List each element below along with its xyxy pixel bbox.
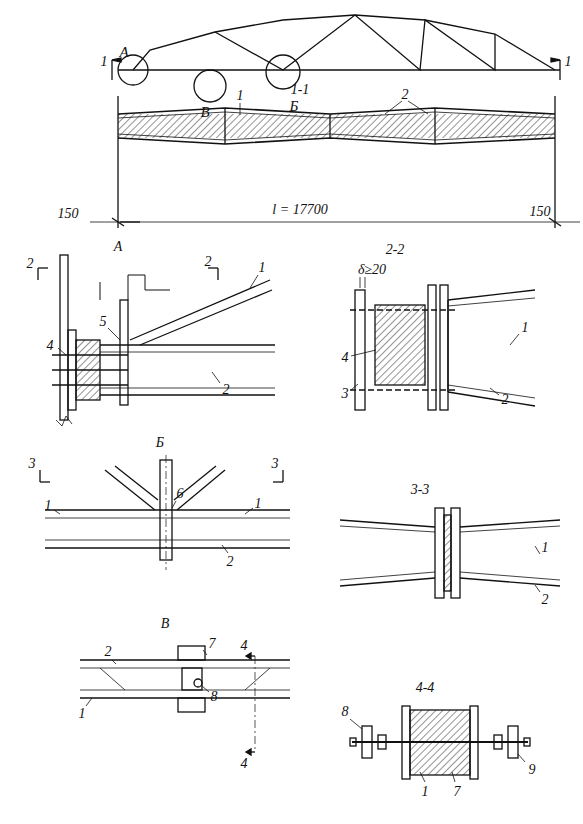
section-title: 1-1 <box>291 83 310 97</box>
callout-number: 1 <box>45 499 52 513</box>
callout-number: 9 <box>529 763 536 777</box>
callout-number: 4 <box>241 757 248 771</box>
callout-number: 2 <box>402 88 409 102</box>
callout-number: 2 <box>205 255 212 269</box>
detail-title: А <box>114 240 123 254</box>
detail-letter: В <box>200 105 209 120</box>
callout-number: 1 <box>522 321 529 335</box>
dimension-label: l = 17700 <box>272 203 327 217</box>
callout-number: 7 <box>454 785 461 799</box>
callout-number: 7 <box>209 637 216 651</box>
detail-b <box>40 455 290 570</box>
section-2-2 <box>350 277 535 410</box>
truss <box>112 15 560 80</box>
callout-number: 1 <box>542 541 549 555</box>
callout-number: 3 <box>272 457 279 471</box>
callout-number: 4 <box>47 339 54 353</box>
callout-number: 2 <box>542 593 549 607</box>
detail-title: Б <box>156 436 164 450</box>
callout-number: 1 <box>79 707 86 721</box>
callout-number: 2 <box>227 555 234 569</box>
callout-number: 2 <box>105 645 112 659</box>
callout-number: 6 <box>177 487 184 501</box>
callout-number: 1 <box>237 89 244 103</box>
callout-number: 1 <box>422 785 429 799</box>
callout-number: 4 <box>241 639 248 653</box>
callout-number: 2 <box>223 383 230 397</box>
callout-number: 1 <box>101 55 108 69</box>
detail-title: В <box>161 617 170 631</box>
section-title: 2-2 <box>386 243 405 257</box>
detail-circle: В <box>193 69 227 103</box>
detail-letter: А <box>119 45 128 60</box>
section-1-1 <box>90 96 580 228</box>
dimension-label: 150 <box>58 207 79 221</box>
detail-v <box>80 646 290 755</box>
callout-number: 1 <box>255 497 262 511</box>
callout-number: 1 <box>259 261 266 275</box>
callout-number: 2 <box>27 257 34 271</box>
callout-number: 1 <box>565 55 572 69</box>
callout-number: 3 <box>342 387 349 401</box>
section-4-4 <box>350 706 530 782</box>
detail-a <box>38 255 275 426</box>
circle-outline <box>193 69 227 103</box>
section-title: 4-4 <box>416 681 435 695</box>
detail-circle: А <box>117 54 149 86</box>
callout-number: 8 <box>342 705 349 719</box>
detail-letter: Б <box>290 99 299 114</box>
callout-number: 8 <box>211 690 218 704</box>
callout-number: 4 <box>342 351 349 365</box>
dimension-label: 150 <box>530 205 551 219</box>
callout-number: 3 <box>29 457 36 471</box>
section-title: 3-3 <box>411 483 430 497</box>
callout-number: 2 <box>502 393 509 407</box>
callout-number: 5 <box>100 315 107 329</box>
section-3-3 <box>340 508 560 598</box>
dimension-label: δ≥20 <box>358 263 386 277</box>
